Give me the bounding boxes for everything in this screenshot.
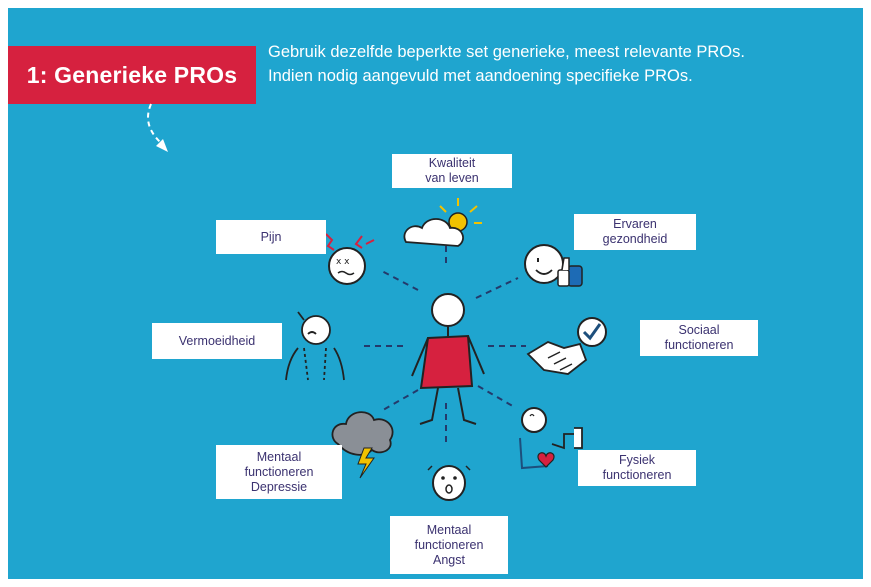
pain-face-icon: x x bbox=[325, 233, 375, 285]
storm-cloud-icon bbox=[331, 411, 394, 479]
diagram-canvas: 1: Generieke PROs Gebruik dezelfde beper… bbox=[8, 8, 863, 579]
label-mentaal-angst: Mentaal functioneren Angst bbox=[390, 516, 508, 574]
label-vermoeidheid: Vermoeidheid bbox=[152, 323, 282, 359]
label-fysiek-functioneren: Fysiek functioneren bbox=[578, 450, 696, 486]
person-icon bbox=[411, 293, 485, 425]
cloud-sun-icon bbox=[403, 198, 482, 247]
illustration: x x bbox=[147, 103, 607, 501]
curved-arrow-icon bbox=[147, 103, 161, 143]
intro-text: Gebruik dezelfde beperkte set generieke,… bbox=[268, 40, 858, 88]
label-mentaal-depressie: Mentaal functioneren Depressie bbox=[216, 445, 342, 499]
fitness-heart-icon bbox=[519, 407, 583, 470]
thumbs-up-face-icon bbox=[524, 244, 583, 287]
intro-line-1: Gebruik dezelfde beperkte set generieke,… bbox=[268, 43, 745, 61]
connector-lines bbox=[361, 228, 526, 443]
label-sociaal-functioneren: Sociaal functioneren bbox=[640, 320, 758, 356]
label-ervaren-gezondheid: Ervaren gezondheid bbox=[574, 214, 696, 250]
svg-text:x x: x x bbox=[336, 257, 350, 267]
anxious-face-icon bbox=[427, 465, 471, 501]
label-pijn: Pijn bbox=[216, 220, 326, 254]
title-badge: 1: Generieke PROs bbox=[8, 46, 256, 104]
intro-line-2: Indien nodig aangevuld met aandoening sp… bbox=[268, 67, 693, 85]
handshake-icon bbox=[526, 317, 607, 375]
tired-person-icon bbox=[285, 311, 345, 381]
label-kwaliteit-van-leven: Kwaliteit van leven bbox=[392, 154, 512, 188]
